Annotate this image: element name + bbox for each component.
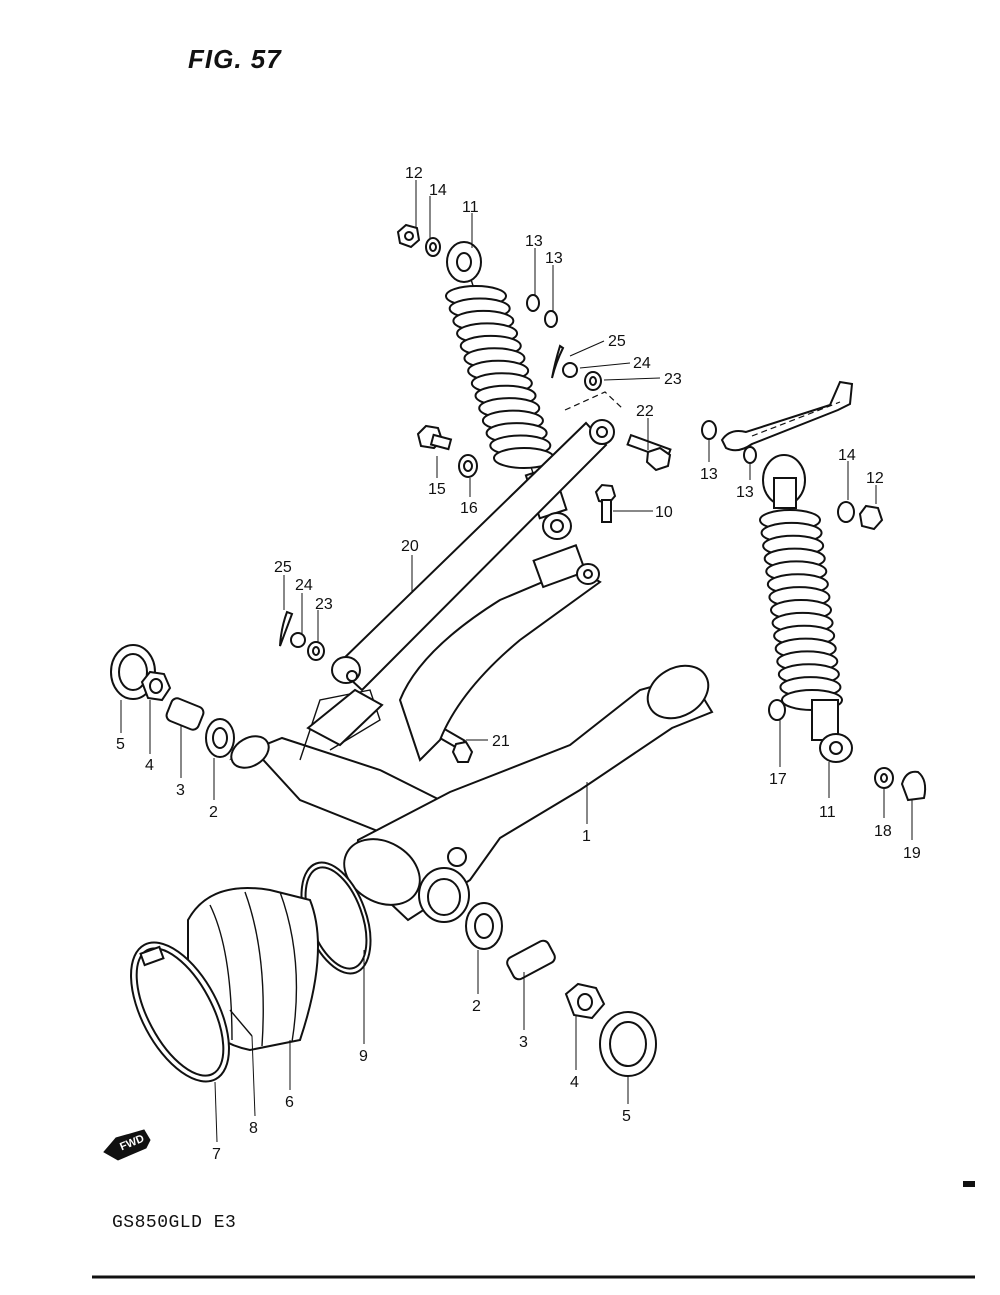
torque-link [331, 419, 615, 692]
callout-2: 2 [472, 998, 481, 1015]
callout-25: 25 [274, 559, 292, 576]
callout-3: 3 [519, 1034, 528, 1051]
lower-cotter-pin-nut-washer [279, 610, 325, 661]
callout-7: 7 [212, 1146, 221, 1163]
callout-11: 11 [462, 199, 479, 216]
callout-14: 14 [838, 447, 856, 464]
strap-bracket [720, 380, 854, 452]
callout-13: 13 [545, 250, 563, 267]
boot-clamp-assembly [130, 861, 372, 1083]
callout-labels: 12 14 11 13 13 25 24 23 22 13 13 14 12 1… [116, 165, 921, 1163]
callout-16: 16 [460, 500, 478, 517]
callout-11: 11 [819, 804, 836, 821]
callout-1: 1 [582, 828, 591, 845]
callout-21: 21 [492, 733, 510, 750]
edge-marker [963, 1181, 975, 1187]
bolt-22 [626, 433, 672, 472]
callout-19: 19 [903, 845, 921, 862]
callout-8: 8 [249, 1120, 258, 1137]
callout-15: 15 [428, 481, 446, 498]
right-hardware [701, 420, 927, 802]
link-bracket [306, 688, 384, 747]
callout-3: 3 [176, 782, 185, 799]
callout-10: 10 [655, 504, 673, 521]
callout-23: 23 [664, 371, 682, 388]
callout-13: 13 [525, 233, 543, 250]
top-left-hardware [396, 223, 558, 328]
right-shock-absorber [759, 454, 853, 763]
callout-18: 18 [874, 823, 892, 840]
figure-title: FIG. 57 [188, 44, 282, 74]
callout-6: 6 [285, 1094, 294, 1111]
callout-20: 20 [401, 538, 419, 555]
leader-lines [120, 180, 913, 1143]
callout-13: 13 [736, 484, 754, 501]
fwd-arrow-icon: FWD [103, 1129, 151, 1161]
upper-cotter-pin-nut-washer [551, 344, 623, 411]
left-pivot-hardware [110, 644, 235, 758]
callout-2: 2 [209, 804, 218, 821]
callout-9: 9 [359, 1048, 368, 1065]
callout-12: 12 [866, 470, 884, 487]
bolt-10 [594, 483, 617, 523]
callout-13: 13 [700, 466, 718, 483]
right-pivot-hardware [465, 902, 657, 1077]
model-code: GS850GLD E3 [112, 1213, 237, 1233]
callout-4: 4 [570, 1074, 579, 1091]
callout-24: 24 [633, 355, 651, 372]
callout-14: 14 [429, 182, 447, 199]
callout-5: 5 [116, 736, 125, 753]
left-shock-absorber [445, 241, 572, 540]
callout-12: 12 [405, 165, 423, 182]
callout-25: 25 [608, 333, 626, 350]
bolt-15-washer-16 [416, 424, 478, 478]
swing-arm [229, 544, 714, 923]
callout-24: 24 [295, 577, 313, 594]
callout-22: 22 [636, 403, 654, 420]
callout-23: 23 [315, 596, 333, 613]
callout-17: 17 [769, 771, 787, 788]
callout-4: 4 [145, 757, 154, 774]
callout-5: 5 [622, 1108, 631, 1125]
